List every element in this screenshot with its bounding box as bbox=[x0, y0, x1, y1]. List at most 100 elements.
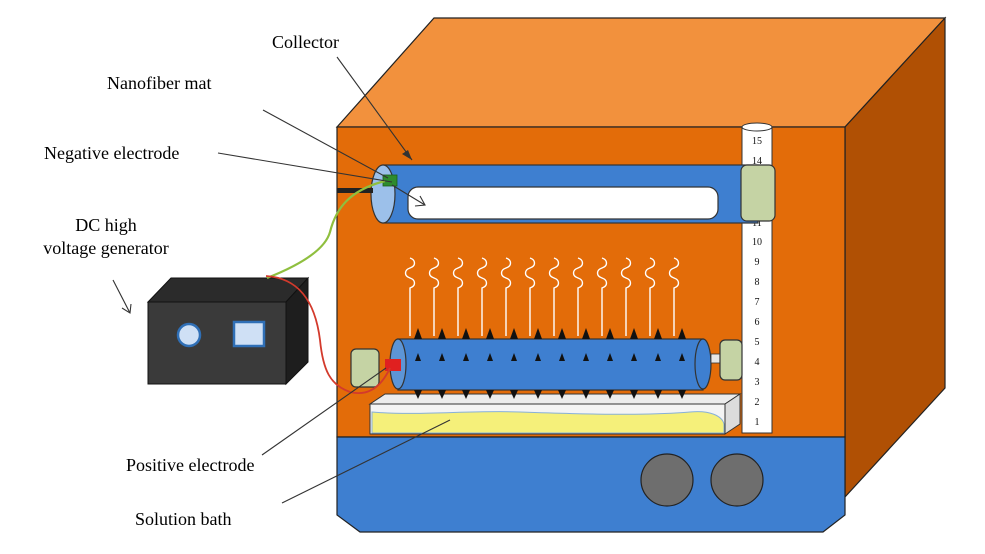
fiber-jet bbox=[620, 257, 632, 336]
leader-collector-arrow bbox=[402, 150, 412, 160]
leader-mat-arrow-head bbox=[414, 195, 426, 207]
label-positive-electrode: Positive electrode bbox=[126, 455, 255, 475]
needle-top bbox=[678, 328, 686, 339]
cabinet-top bbox=[335, 17, 947, 128]
spinneret-cylinder-right-end bbox=[694, 338, 712, 390]
leader-generator-arrow bbox=[121, 303, 132, 314]
needle-front bbox=[463, 353, 469, 361]
needle-front bbox=[583, 353, 589, 361]
leader-positive-electrode bbox=[261, 367, 387, 456]
label-nanofiber-mat: Nanofiber mat bbox=[107, 73, 212, 93]
fiber-jet bbox=[524, 257, 536, 336]
needle-top bbox=[630, 328, 638, 339]
ruler-number: 1 bbox=[755, 417, 760, 428]
needle-front bbox=[631, 353, 637, 361]
green-wire bbox=[266, 179, 386, 280]
spinneret-needles-group bbox=[414, 328, 686, 399]
ruler-number: 8 bbox=[755, 277, 760, 288]
leader-solution-bath bbox=[281, 419, 451, 504]
needle-bottom bbox=[534, 390, 542, 399]
leader-mat-arrow bbox=[391, 184, 426, 206]
spinneret-holder-left bbox=[350, 348, 380, 388]
label-dc-generator-line1: DC high bbox=[75, 215, 137, 235]
needle-front bbox=[655, 353, 661, 361]
leader-generator bbox=[112, 279, 131, 314]
needle-front bbox=[415, 353, 421, 361]
needle-top bbox=[462, 328, 470, 339]
solution-bath-top bbox=[368, 393, 742, 405]
fiber-jet bbox=[548, 257, 560, 336]
generator-front bbox=[147, 301, 287, 385]
ruler-number: 6 bbox=[755, 317, 760, 328]
fiber-jet bbox=[596, 257, 608, 336]
needle-top bbox=[414, 328, 422, 339]
spinneret-holder-right bbox=[719, 339, 743, 381]
label-collector: Collector bbox=[272, 32, 339, 52]
leader-negative-electrode bbox=[217, 152, 393, 183]
fiber-jet bbox=[428, 257, 440, 336]
needle-bottom bbox=[582, 390, 590, 399]
nanofiber-mat bbox=[407, 186, 719, 220]
needle-bottom bbox=[606, 390, 614, 399]
ruler-number: 9 bbox=[755, 257, 760, 268]
ruler-number: 7 bbox=[755, 297, 760, 308]
fiber-jet bbox=[404, 257, 416, 336]
positive-electrode-clip bbox=[385, 359, 401, 371]
label-solution-bath: Solution bath bbox=[135, 509, 232, 529]
ruler-number: 14 bbox=[752, 156, 762, 167]
knob-right bbox=[710, 453, 764, 507]
ruler-number: 3 bbox=[755, 377, 760, 388]
fiber-jets-group bbox=[404, 257, 680, 336]
collector-cylinder-end bbox=[370, 164, 396, 224]
ruler-number: 5 bbox=[755, 337, 760, 348]
generator-top bbox=[146, 277, 310, 303]
needle-front bbox=[439, 353, 445, 361]
needle-top bbox=[606, 328, 614, 339]
fiber-jet bbox=[572, 257, 584, 336]
knob-left bbox=[640, 453, 694, 507]
needle-bottom bbox=[678, 390, 686, 399]
needle-bottom bbox=[654, 390, 662, 399]
needle-bottom bbox=[414, 390, 422, 399]
fiber-jet bbox=[476, 257, 488, 336]
needle-top bbox=[534, 328, 542, 339]
needle-bottom bbox=[510, 390, 518, 399]
label-negative-electrode: Negative electrode bbox=[44, 143, 180, 163]
needle-top bbox=[510, 328, 518, 339]
ruler-number: 15 bbox=[752, 136, 762, 147]
needle-top bbox=[558, 328, 566, 339]
stirrer-base bbox=[336, 436, 846, 533]
ruler-number: 10 bbox=[752, 237, 762, 248]
solution-liquid bbox=[371, 411, 725, 434]
needle-top bbox=[438, 328, 446, 339]
leader-collector bbox=[336, 56, 413, 161]
needle-front bbox=[607, 353, 613, 361]
needle-top bbox=[654, 328, 662, 339]
fiber-jet bbox=[668, 257, 680, 336]
needle-front bbox=[487, 353, 493, 361]
red-wire bbox=[265, 275, 391, 395]
collector-shaft bbox=[337, 188, 373, 193]
generator-dial bbox=[176, 322, 202, 348]
needle-front bbox=[511, 353, 517, 361]
needle-bottom bbox=[630, 390, 638, 399]
spinneret-cylinder-body bbox=[397, 338, 704, 391]
ruler-number: 4 bbox=[755, 357, 760, 368]
label-dc-generator-line2: voltage generator bbox=[43, 238, 169, 258]
collector-holder bbox=[740, 164, 776, 222]
needle-bottom bbox=[486, 390, 494, 399]
ruler-number: 2 bbox=[755, 397, 760, 408]
needle-front bbox=[679, 353, 685, 361]
needle-front bbox=[535, 353, 541, 361]
leader-nanofiber bbox=[262, 109, 389, 179]
ruler-top-cap bbox=[741, 122, 773, 132]
needle-top bbox=[582, 328, 590, 339]
fiber-jet bbox=[644, 257, 656, 336]
needle-bottom bbox=[462, 390, 470, 399]
generator-display bbox=[232, 320, 266, 348]
fiber-jet bbox=[452, 257, 464, 336]
needle-bottom bbox=[438, 390, 446, 399]
needle-front bbox=[559, 353, 565, 361]
